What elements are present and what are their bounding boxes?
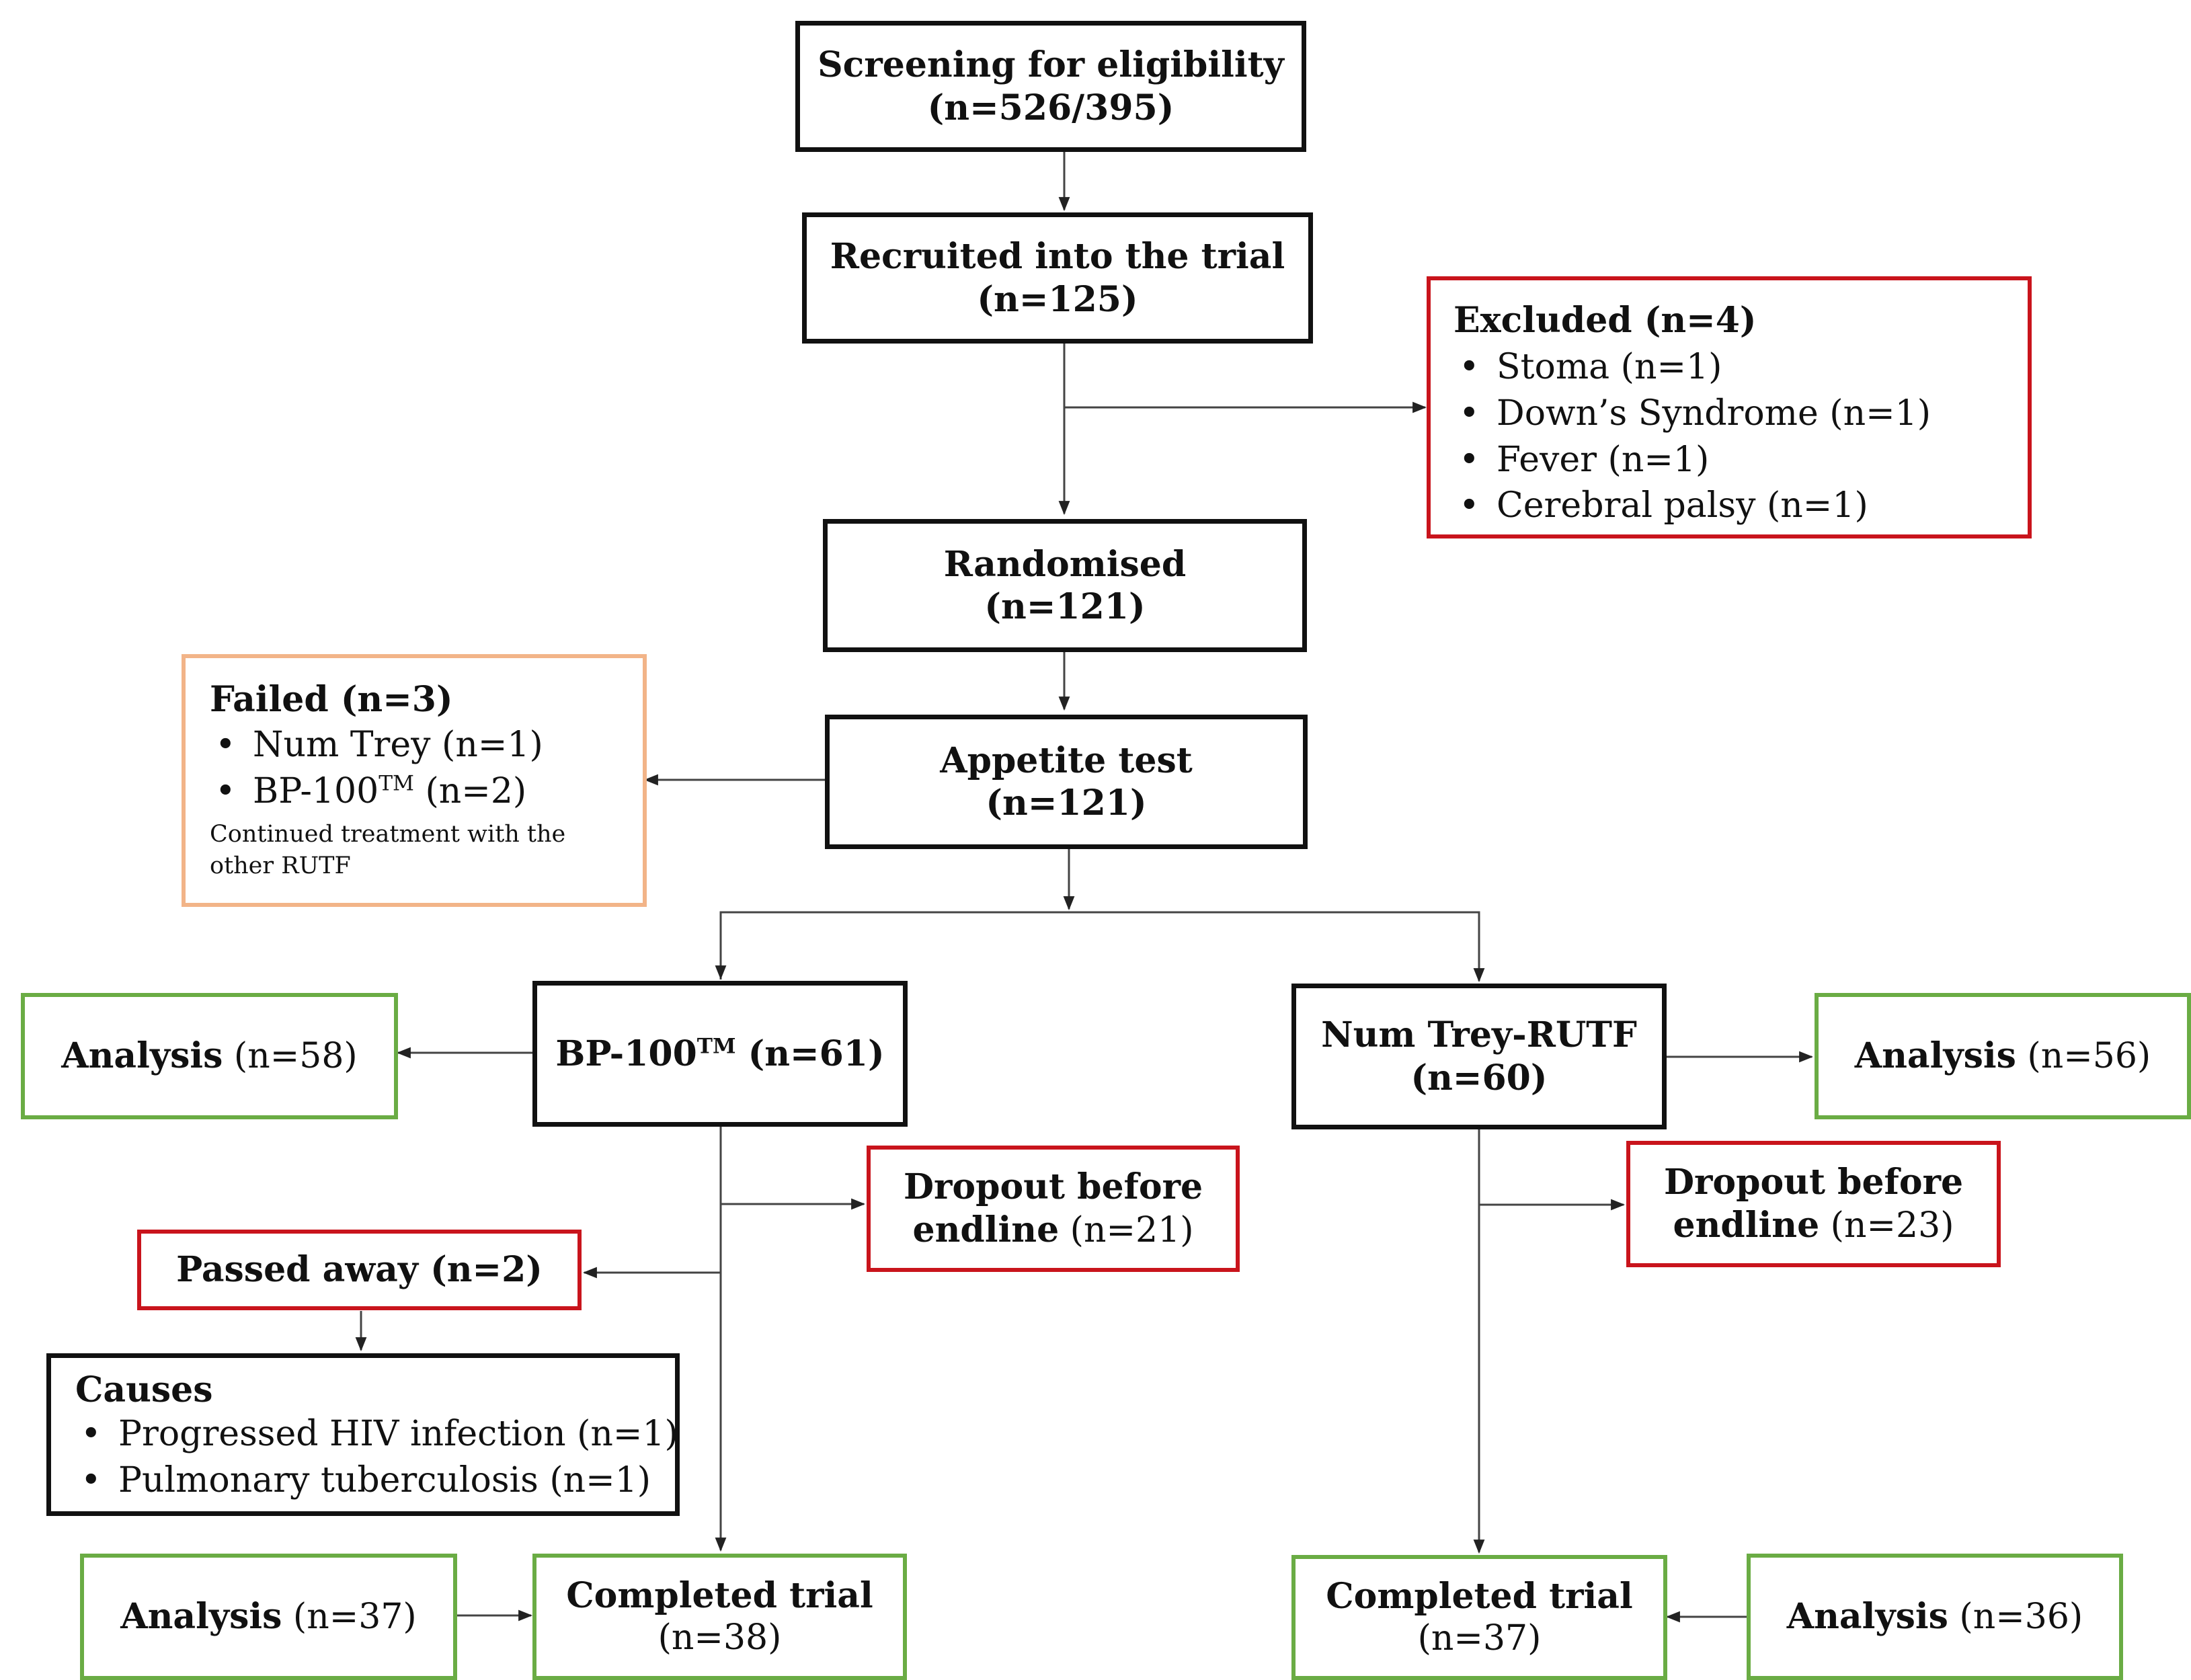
bp-arm-box: BP-100TM (n=61) (532, 981, 908, 1127)
passed-away-box: Passed away (n=2) (137, 1230, 582, 1310)
dropout-line2: endline (n=23) (1673, 1204, 1954, 1247)
analysis-count: (n=36) (1948, 1596, 2083, 1637)
nt-analysis-text: Analysis (n=56) (1855, 1035, 2151, 1078)
failed-list: Num Trey (n=1) BP-100TM (n=2) (210, 722, 543, 814)
final-analysis-text: Analysis (n=36) (1787, 1595, 2083, 1638)
dropout-count: (n=23) (1819, 1205, 1954, 1246)
appetite-title: Appetite test (940, 739, 1193, 781)
analysis-label: Analysis (61, 1035, 223, 1076)
dropout-line2: endline (n=21) (913, 1209, 1194, 1252)
screening-title: Screening for eligibility (818, 44, 1284, 86)
nt-dropout-box: Dropout before endline (n=23) (1626, 1141, 2001, 1267)
analysis-count: (n=58) (223, 1035, 358, 1076)
nt-arm-title: Num Trey-RUTF (1321, 1014, 1637, 1056)
failed-box: Failed (n=3) Num Trey (n=1) BP-100TM (n=… (182, 654, 647, 907)
analysis-label: Analysis (120, 1595, 282, 1637)
bp-analysis-text: Analysis (n=58) (61, 1035, 357, 1078)
appetite-box: Appetite test (n=121) (825, 715, 1308, 849)
dropout-endline: endline (912, 1209, 1060, 1250)
recruited-title: Recruited into the trial (830, 236, 1285, 278)
dropout-line1: Dropout before (903, 1166, 1203, 1208)
dropout-endline: endline (1673, 1204, 1820, 1246)
bp-dropout-box: Dropout before endline (n=21) (867, 1146, 1240, 1272)
excluded-item: Stoma (n=1) (1453, 344, 1931, 391)
trademark-mark: TM (696, 1034, 736, 1059)
completed-count: (n=38) (658, 1617, 782, 1658)
completed-title: Completed trial (1326, 1575, 1633, 1617)
failed-item: BP-100TM (n=2) (210, 768, 543, 815)
failed-item-count: (n=2) (413, 771, 527, 812)
failed-item: Num Trey (n=1) (210, 722, 543, 768)
passed-away-title: Passed away (n=2) (176, 1249, 543, 1291)
trademark-mark: TM (379, 771, 414, 796)
analysis-label: Analysis (1786, 1595, 1948, 1637)
failed-note: Continued treatment with the other RUTF (210, 820, 566, 879)
causes-title: Causes (75, 1369, 213, 1410)
cause-item: Progressed HIV infection (n=1) (75, 1411, 678, 1457)
nt-arm-count: (n=60) (1410, 1057, 1548, 1098)
nt-arm-box: Num Trey-RUTF (n=60) (1291, 984, 1667, 1129)
bp-final-analysis-box: Analysis (n=37) (80, 1554, 457, 1680)
bp-arm-name: BP-100 (555, 1033, 697, 1074)
analysis-count: (n=56) (2016, 1035, 2151, 1076)
failed-title: Failed (n=3) (210, 679, 453, 720)
analysis-count: (n=37) (282, 1596, 417, 1637)
randomised-title: Randomised (943, 543, 1187, 585)
excluded-item: Cerebral palsy (n=1) (1453, 483, 1931, 529)
analysis-label: Analysis (1854, 1035, 2016, 1076)
dropout-count: (n=21) (1059, 1209, 1194, 1250)
bp-arm-title: BP-100TM (n=61) (555, 1033, 884, 1075)
screening-box: Screening for eligibility (n=526/395) (795, 21, 1306, 152)
completed-count: (n=37) (1417, 1618, 1542, 1658)
recruited-box: Recruited into the trial (n=125) (802, 212, 1313, 344)
connector-split-bar (719, 911, 1480, 979)
excluded-list: Stoma (n=1) Down’s Syndrome (n=1) Fever … (1453, 344, 1931, 529)
excluded-title: Excluded (n=4) (1453, 300, 1757, 341)
recruited-count: (n=125) (977, 278, 1138, 320)
causes-box: Causes Progressed HIV infection (n=1) Pu… (46, 1353, 680, 1516)
nt-analysis-box: Analysis (n=56) (1815, 993, 2191, 1119)
nt-completed-box: Completed trial (n=37) (1291, 1555, 1667, 1680)
completed-title: Completed trial (566, 1574, 873, 1616)
bp-analysis-box: Analysis (n=58) (21, 993, 398, 1119)
screening-count: (n=526/395) (927, 87, 1174, 128)
bp-completed-box: Completed trial (n=38) (532, 1554, 907, 1680)
excluded-box: Excluded (n=4) Stoma (n=1) Down’s Syndro… (1427, 276, 2032, 538)
final-analysis-text: Analysis (n=37) (120, 1595, 416, 1638)
cause-item: Pulmonary tuberculosis (n=1) (75, 1457, 678, 1504)
bp-arm-count: (n=61) (735, 1033, 885, 1074)
excluded-item: Down’s Syndrome (n=1) (1453, 391, 1931, 437)
causes-list: Progressed HIV infection (n=1) Pulmonary… (75, 1411, 678, 1503)
appetite-count: (n=121) (986, 783, 1147, 824)
failed-item-name: BP-100 (253, 771, 379, 812)
excluded-item: Fever (n=1) (1453, 437, 1931, 483)
randomised-count: (n=121) (984, 586, 1146, 627)
dropout-line1: Dropout before (1663, 1162, 1964, 1203)
nt-final-analysis-box: Analysis (n=36) (1747, 1554, 2123, 1680)
randomised-box: Randomised (n=121) (823, 519, 1307, 652)
